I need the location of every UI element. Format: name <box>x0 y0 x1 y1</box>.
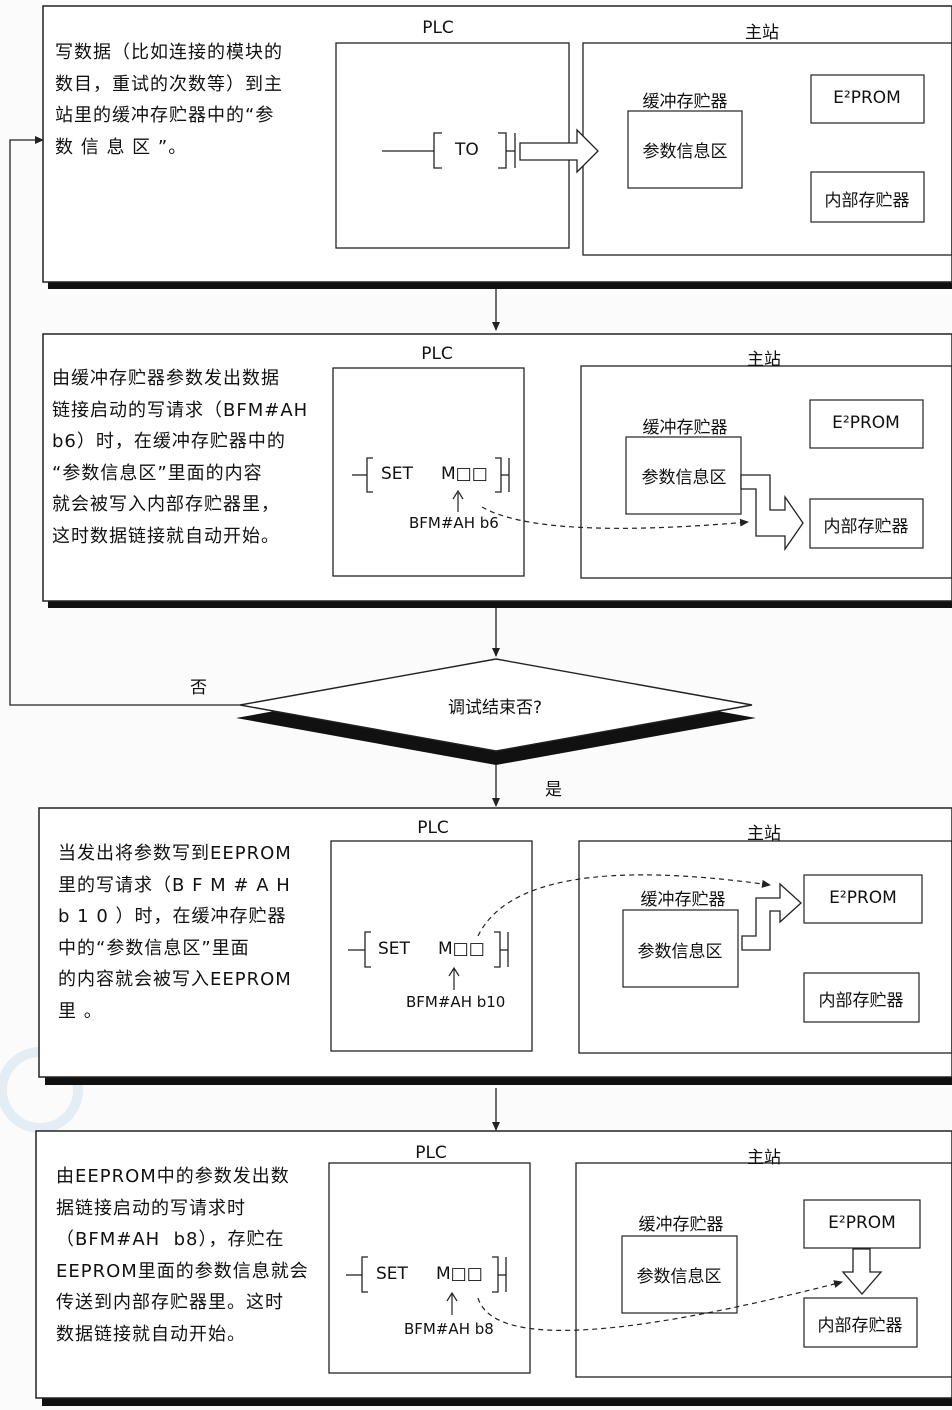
panel-3-internal-label: 内部存贮器 <box>818 991 904 1011</box>
panel-3-set-instruction: SET <box>378 939 410 959</box>
panel-4-description: 由EEPROM中的参数发出数 据链接启动的写请求时 （BFM#AH b8），存贮… <box>56 1166 309 1345</box>
panel-1-internal-label: 内部存贮器 <box>824 191 910 211</box>
panel-1-plc-label: PLC <box>422 18 454 38</box>
panel-2-eeprom-label: E²PROM <box>832 413 900 433</box>
panel-1-param-label: 参数信息区 <box>642 142 728 162</box>
panel-1-to-instruction: TO <box>455 140 479 160</box>
panel-4-set-instruction: SET <box>376 1264 408 1284</box>
panel-4 <box>35 1130 952 1406</box>
panel-4-internal-label: 内部存贮器 <box>817 1316 903 1336</box>
panel-4-param-label: 参数信息区 <box>636 1267 722 1287</box>
panel-1-eeprom-label: E²PROM <box>833 88 901 108</box>
panel-2-master-label: 主站 <box>747 350 781 370</box>
panel-3-eeprom-label: E²PROM <box>829 888 897 908</box>
panel-2-description: 由缓冲存贮器参数发出数据 链接启动的写请求（BFM#AH b6）时，在缓冲存贮器… <box>52 368 309 547</box>
panel-3-bfm-bit: BFM#AH b10 <box>406 993 506 1011</box>
panel-3 <box>38 807 952 1085</box>
panel-3-param-label: 参数信息区 <box>637 942 723 962</box>
panel-4-plc-label: PLC <box>415 1143 447 1163</box>
panel-3-master-label: 主站 <box>747 824 781 844</box>
panel-2-plc-label: PLC <box>421 344 453 364</box>
decision-no-label: 否 <box>190 678 207 698</box>
panel-1-buffer-label: 缓冲存贮器 <box>642 92 728 112</box>
panel-2-bfm-bit: BFM#AH b6 <box>409 514 499 532</box>
panel-2-internal-label: 内部存贮器 <box>823 517 909 537</box>
panel-3-buffer-label: 缓冲存贮器 <box>640 890 726 910</box>
panel-4-buffer-label: 缓冲存贮器 <box>638 1215 724 1235</box>
decision <box>9 136 756 807</box>
panel-4-bfm-bit: BFM#AH b8 <box>404 1320 494 1338</box>
decision-yes-label: 是 <box>545 780 562 800</box>
panel-4-device: M□□ <box>436 1264 483 1284</box>
panel-2-buffer-label: 缓冲存贮器 <box>642 418 728 438</box>
panel-3-device: M□□ <box>438 939 485 959</box>
panel-4-master-label: 主站 <box>747 1148 781 1168</box>
panel-3-plc-label: PLC <box>417 818 449 838</box>
panel-1-master-label: 主站 <box>745 23 779 43</box>
panel-4-eeprom-label: E²PROM <box>828 1213 896 1233</box>
panel-1 <box>42 5 952 289</box>
panel-2-set-instruction: SET <box>381 464 413 484</box>
panel-1-description: 写数据（比如连接的模块的 数目，重试的次数等）到主 站里的缓冲存贮器中的“参 数… <box>55 42 283 158</box>
panel-2-param-label: 参数信息区 <box>641 468 727 488</box>
panel-3-description: 当发出将参数写到EEPROM 里的写请求（B F M # A H b 1 0 ）… <box>58 843 292 1022</box>
panel-2-device: M□□ <box>441 464 488 484</box>
decision-question: 调试结束否? <box>447 698 543 718</box>
panel-2 <box>42 333 952 608</box>
